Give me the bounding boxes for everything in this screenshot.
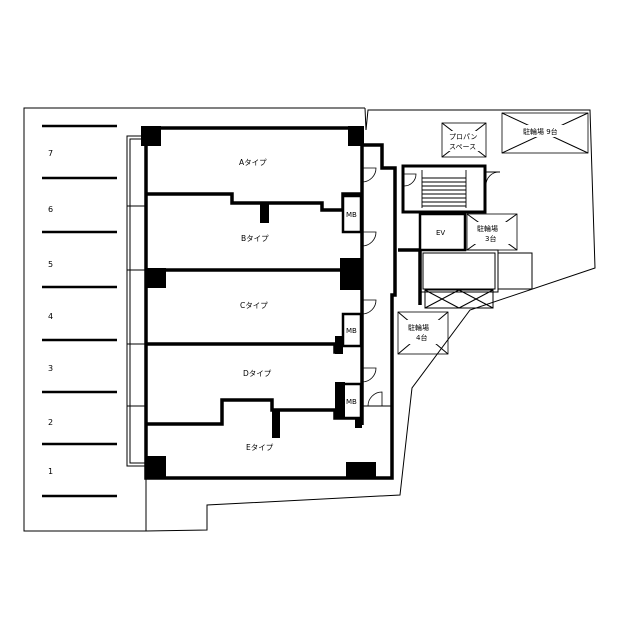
propane-space-label-2: スペース: [449, 143, 476, 151]
bike-parking-4-count: 4台: [416, 333, 427, 342]
unit-b-label: Bタイプ: [241, 234, 269, 243]
structural-pillars: [141, 126, 376, 478]
parking-number-3: 3: [48, 364, 53, 373]
unit-a-label: Aタイプ: [239, 158, 267, 167]
bike-parking-3-label: 駐輪場: [477, 224, 498, 233]
annex-block: [419, 249, 533, 309]
wall-c-d: [146, 342, 343, 354]
mb-box-1: [341, 194, 363, 234]
stair-core: [401, 164, 487, 214]
bike-parking-4: [397, 311, 449, 355]
mb-box-2: [341, 312, 363, 348]
balcony-rail: [126, 135, 146, 467]
parking-stalls: [42, 124, 117, 498]
propane-space: [441, 122, 487, 158]
parking-number-6: 6: [48, 205, 53, 214]
bike-parking-9: [501, 112, 589, 154]
bike-parking-4-label: 駐輪場: [408, 323, 429, 332]
unit-e-label: Eタイプ: [246, 443, 274, 452]
bike-parking-9-label: 駐輪場 9台: [523, 127, 558, 136]
wall-d-e: [146, 398, 362, 426]
parking-number-7: 7: [48, 149, 53, 158]
wall-a-b: [146, 192, 362, 212]
stair-door-right: [485, 171, 500, 186]
parking-number-1: 1: [48, 467, 53, 476]
building-outline: [144, 126, 397, 480]
propane-space-label: プロパン: [449, 133, 477, 141]
unit-c-label: Cタイプ: [240, 301, 268, 310]
parking-number-2: 2: [48, 418, 53, 427]
stair-door-left: [403, 173, 417, 187]
mb-label-2: MB: [346, 327, 357, 335]
site-boundary: [23, 107, 596, 532]
parking-number-4: 4: [48, 312, 53, 321]
unit-d-label: Dタイプ: [243, 369, 272, 378]
bike-parking-3-count: 3台: [485, 234, 496, 243]
stair-treads: [421, 170, 467, 208]
parking-number-5: 5: [48, 260, 53, 269]
mb-label-3: MB: [346, 398, 357, 406]
mb-label-1: MB: [346, 211, 357, 219]
door-swings: [361, 167, 383, 407]
elevator-label: EV: [436, 229, 445, 237]
